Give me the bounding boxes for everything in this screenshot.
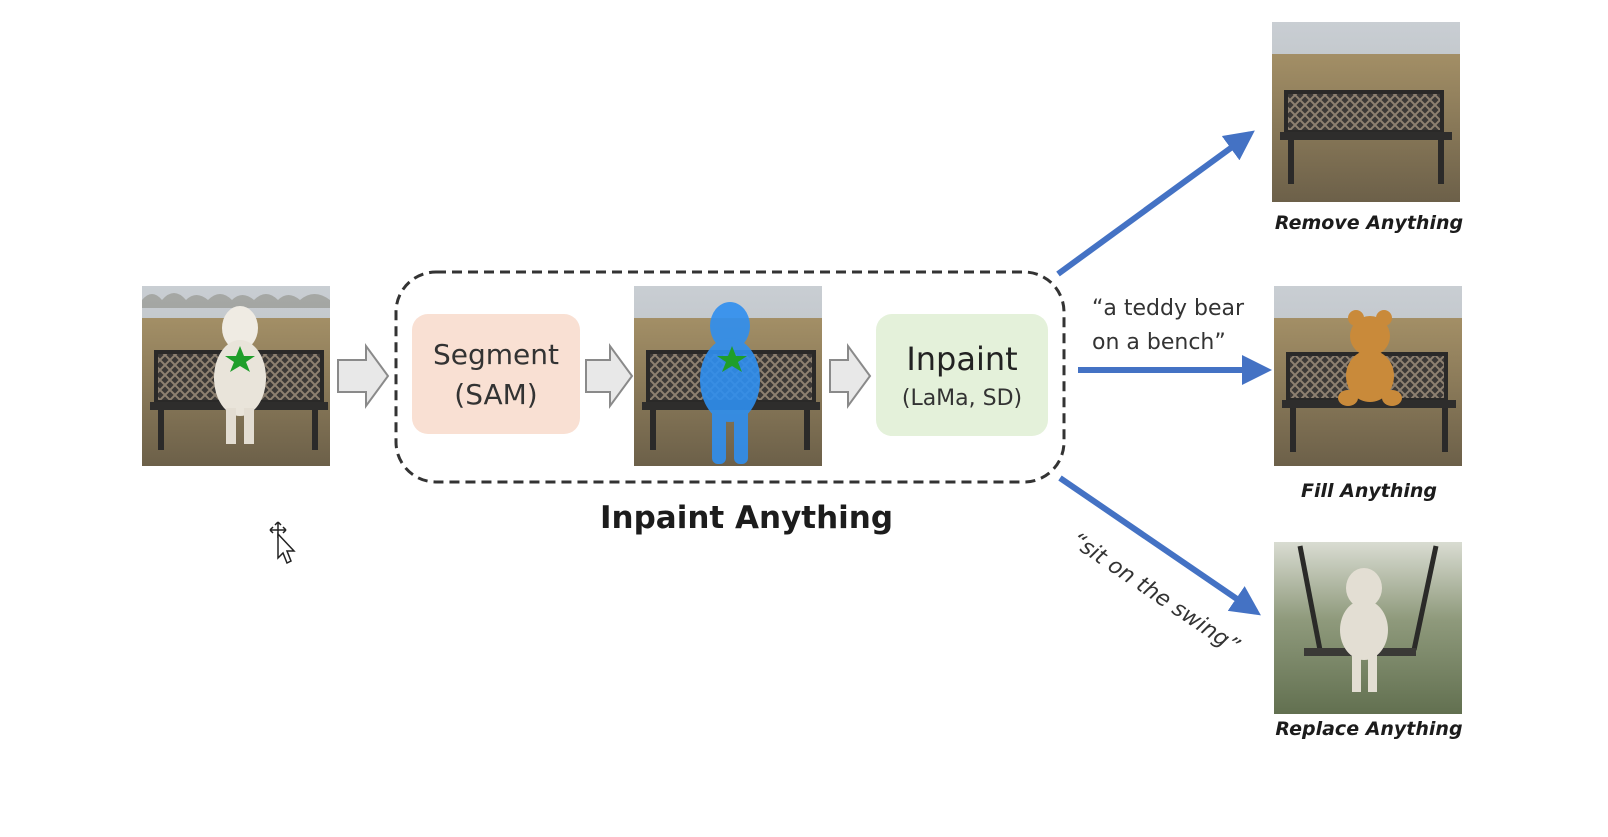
input-image <box>142 286 330 466</box>
arrow-to-replace <box>1058 475 1261 616</box>
inpaint-box <box>876 314 1048 436</box>
dog-shape <box>1340 568 1388 692</box>
fill-output-image <box>1274 286 1462 466</box>
dog-shape <box>214 306 266 444</box>
gray-arrow-1 <box>337 342 390 410</box>
star-icon <box>717 346 747 372</box>
remove-output-image <box>1272 22 1460 202</box>
segmentation-mask <box>700 302 760 464</box>
mouse-cursor-icon <box>269 521 296 565</box>
star-icon <box>225 346 255 372</box>
teddy-bear-shape <box>1338 310 1402 406</box>
gray-arrow-3 <box>829 342 872 410</box>
gray-arrow-2 <box>585 342 634 410</box>
inpaint-anything-box <box>394 270 1066 484</box>
segment-box <box>412 314 580 434</box>
masked-image <box>634 286 822 466</box>
replace-output-image <box>1274 542 1462 714</box>
arrow-to-remove <box>1056 130 1255 277</box>
